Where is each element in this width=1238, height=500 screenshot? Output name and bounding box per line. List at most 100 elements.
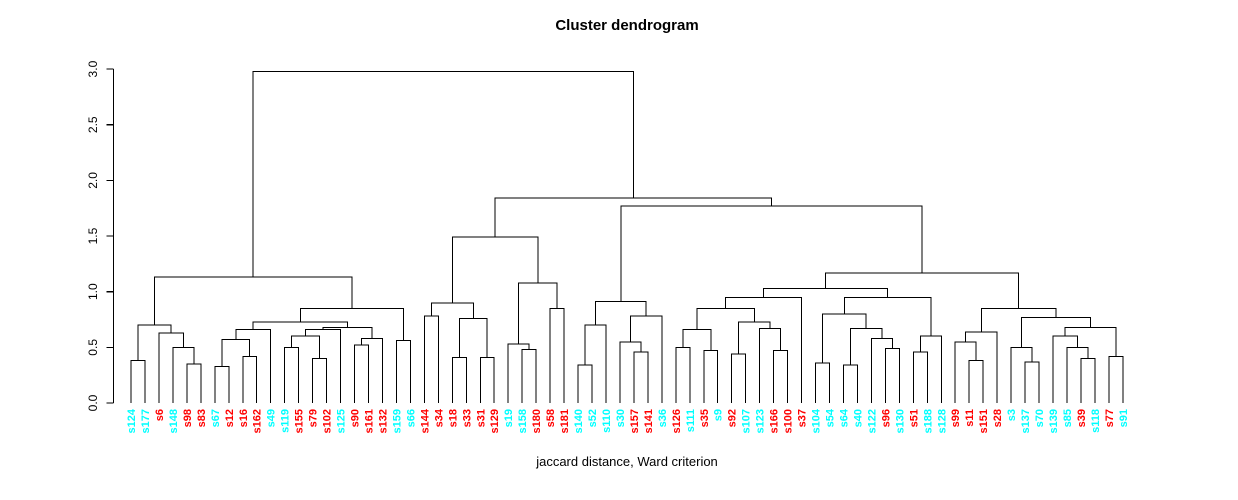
merge-link bbox=[130, 360, 146, 403]
leaf-label: s54 bbox=[825, 408, 837, 427]
leaf-label: s90 bbox=[350, 409, 362, 427]
leaf-label: s124 bbox=[126, 408, 138, 433]
merge-link bbox=[629, 315, 663, 403]
merge-link bbox=[137, 324, 172, 361]
leaf-label: s3 bbox=[1006, 409, 1018, 421]
leaf-label: s34 bbox=[433, 408, 445, 427]
merge-link bbox=[815, 362, 830, 403]
chart-title: Cluster dendrogram bbox=[555, 17, 698, 34]
merge-link bbox=[675, 346, 691, 403]
leaf-label: s144 bbox=[419, 408, 431, 433]
merge-link bbox=[1064, 326, 1117, 357]
merge-link bbox=[595, 301, 647, 326]
leaf-label: s58 bbox=[545, 409, 557, 427]
leaf-label: s33 bbox=[461, 409, 473, 427]
merge-link bbox=[731, 353, 747, 403]
y-tick-label: 1.5 bbox=[86, 227, 100, 244]
leaf-label: s107 bbox=[741, 409, 753, 433]
leaf-label: s79 bbox=[308, 409, 320, 427]
merge-link bbox=[507, 343, 530, 403]
leaf-label: s6 bbox=[154, 409, 166, 421]
merge-link bbox=[843, 296, 932, 337]
merge-link bbox=[980, 307, 1057, 332]
merge-link bbox=[521, 349, 537, 403]
leaf-label: s98 bbox=[182, 409, 194, 427]
y-tick-label: 1.0 bbox=[86, 283, 100, 300]
merge-link bbox=[584, 324, 607, 403]
merge-link bbox=[235, 329, 272, 403]
leaf-label: s104 bbox=[811, 408, 823, 433]
leaf-label: s159 bbox=[391, 409, 403, 433]
leaf-label: s177 bbox=[140, 409, 152, 433]
merge-link bbox=[312, 357, 328, 403]
merge-link bbox=[763, 287, 889, 298]
merge-link bbox=[825, 272, 1020, 309]
leaf-label: s119 bbox=[280, 409, 292, 433]
leaf-label: s111 bbox=[685, 409, 697, 432]
leaf-label: s77 bbox=[1104, 409, 1116, 427]
leaf-label: s36 bbox=[657, 409, 669, 427]
leaf-label: s19 bbox=[503, 409, 515, 427]
leaf-label: s39 bbox=[1076, 409, 1088, 427]
merge-link bbox=[1080, 357, 1096, 403]
x-axis-caption: jaccard distance, Ward criterion bbox=[535, 454, 718, 469]
merge-link bbox=[620, 205, 923, 302]
leaf-label: s64 bbox=[838, 408, 850, 427]
leaf-label: s155 bbox=[294, 409, 306, 433]
leaf-label: s110 bbox=[601, 409, 613, 433]
merge-link bbox=[305, 329, 342, 403]
merge-link bbox=[158, 332, 184, 403]
leaf-label: s30 bbox=[615, 409, 627, 427]
leaf-label: s161 bbox=[363, 409, 375, 433]
merge-link bbox=[1108, 355, 1124, 403]
merge-link bbox=[619, 341, 642, 403]
leaf-label: s70 bbox=[1034, 409, 1046, 427]
merge-link bbox=[518, 282, 558, 345]
merge-link bbox=[849, 327, 883, 366]
leaf-label: s12 bbox=[224, 409, 236, 427]
leaf-label: s162 bbox=[252, 409, 264, 433]
merge-link bbox=[186, 363, 202, 403]
leaf-label: s130 bbox=[894, 409, 906, 433]
merge-link bbox=[221, 339, 251, 367]
y-axis: 0.00.51.01.52.02.53.0 bbox=[86, 60, 115, 411]
merge-link bbox=[968, 360, 984, 403]
merge-link bbox=[242, 355, 258, 403]
merge-link bbox=[842, 364, 858, 403]
leaf-label: s125 bbox=[336, 409, 348, 433]
leaf-label: s9 bbox=[713, 409, 725, 421]
leaf-label: s51 bbox=[908, 409, 920, 427]
leaf-label: s49 bbox=[266, 409, 278, 427]
merge-link bbox=[354, 344, 369, 403]
leaf-label: s140 bbox=[573, 409, 585, 433]
leaf-label: s158 bbox=[517, 409, 529, 433]
merge-link bbox=[252, 70, 634, 278]
merge-link bbox=[154, 276, 353, 326]
merge-link bbox=[1010, 346, 1033, 403]
merge-link bbox=[738, 321, 771, 355]
leaf-label: s128 bbox=[936, 409, 948, 433]
y-tick-label: 2.5 bbox=[86, 116, 100, 133]
leaf-label: s91 bbox=[1118, 409, 1130, 427]
leaf-label: s188 bbox=[922, 409, 934, 433]
leaf-label: s148 bbox=[168, 409, 180, 433]
merge-link bbox=[214, 365, 230, 403]
merge-link bbox=[919, 335, 942, 403]
merge-link bbox=[577, 364, 593, 403]
merge-link bbox=[423, 315, 439, 403]
leaf-label: s100 bbox=[783, 409, 795, 433]
merge-link bbox=[361, 337, 383, 403]
leaf-label: s40 bbox=[852, 409, 864, 427]
merge-link bbox=[703, 350, 719, 403]
leaf-label: s181 bbox=[559, 409, 571, 433]
leaf-label: s35 bbox=[699, 409, 711, 427]
merge-link bbox=[451, 356, 467, 403]
leaf-label: s83 bbox=[196, 409, 208, 427]
leaf-label: s137 bbox=[1020, 409, 1032, 433]
merge-link bbox=[954, 341, 977, 403]
leaf-label: s18 bbox=[447, 409, 459, 427]
y-tick-label: 0.0 bbox=[86, 394, 100, 411]
